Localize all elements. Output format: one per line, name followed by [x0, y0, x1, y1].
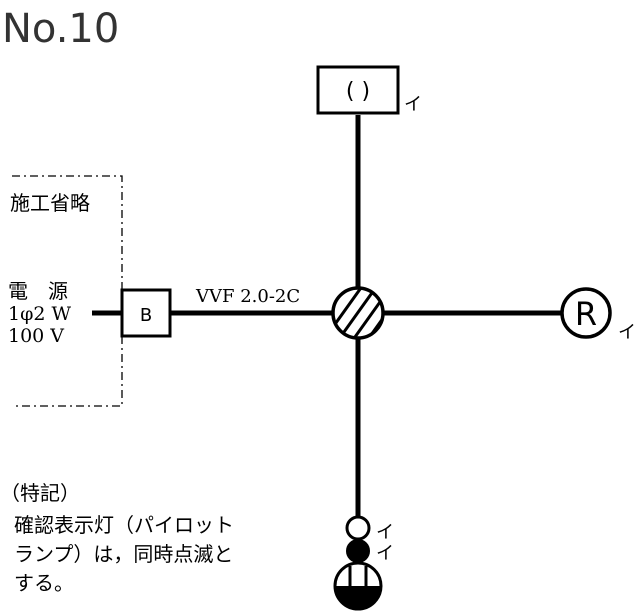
pilot-lamp-black-circuit-label: イ — [376, 543, 394, 564]
notes-line-2: ランプ）は，同時点滅と — [14, 542, 233, 566]
notes-heading: （特記） — [0, 481, 80, 505]
pilot-lamp-black — [346, 539, 370, 563]
cable-spec-label: VVF 2.0-2C — [195, 286, 300, 307]
construction-omitted-label: 施工省略 — [10, 191, 90, 215]
pilot-lamp-white-circuit-label: イ — [376, 522, 394, 543]
power-source-label: 電 源 — [8, 279, 68, 303]
bottom-switch-symbol — [333, 561, 383, 611]
top-fixture-symbol: ( ) — [346, 79, 370, 104]
page-title: No.10 — [2, 6, 119, 52]
junction-box — [331, 286, 385, 340]
receptacle-symbol: R — [575, 295, 597, 333]
notes-line-3: する。 — [14, 571, 74, 595]
breaker-label: B — [140, 305, 152, 326]
power-voltage-label: 100 V — [8, 325, 64, 347]
top-fixture-circuit-label: イ — [404, 94, 422, 115]
receptacle-circle — [560, 287, 612, 339]
pilot-lamp-white — [345, 515, 371, 541]
breaker-box — [120, 288, 172, 338]
receptacle-circuit-label: イ — [618, 322, 636, 343]
power-phase-label: 1φ2 W — [8, 303, 72, 325]
construction-omitted-boundary — [12, 175, 123, 407]
notes-line-1: 確認表示灯（パイロット — [14, 513, 234, 537]
top-fixture-box — [316, 65, 400, 115]
